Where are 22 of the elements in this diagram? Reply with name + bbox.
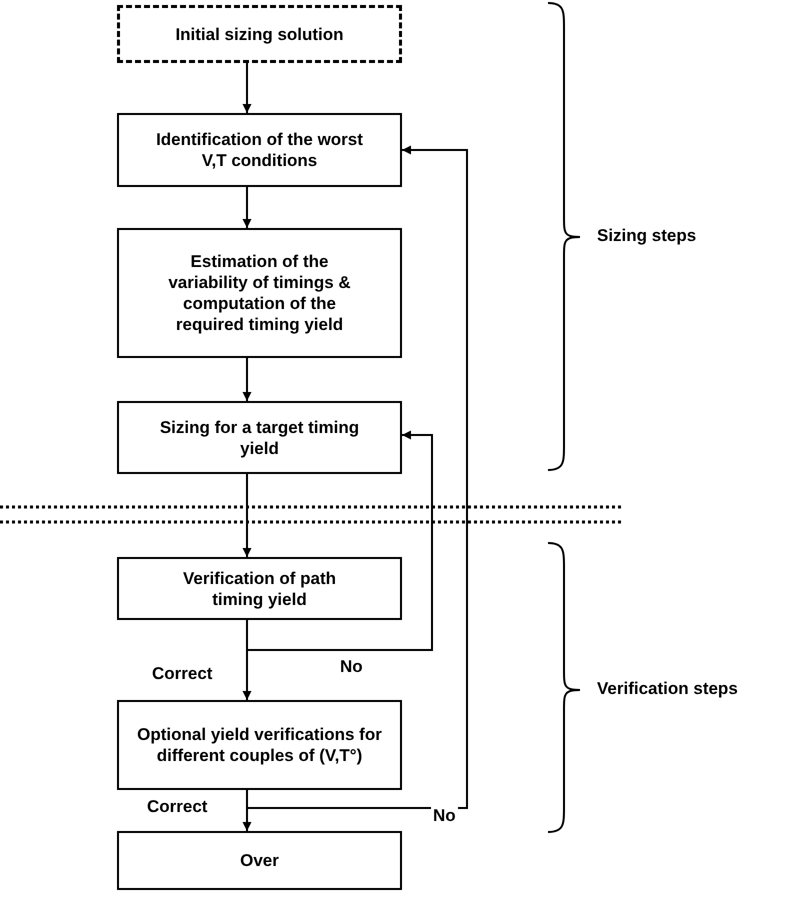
arrow (246, 146, 468, 809)
box-text: Sizing for a target timing yield (158, 416, 360, 458)
box-text: Identification of the worst V,T conditions (155, 129, 364, 171)
process-box (117, 401, 402, 474)
arrow (242, 358, 252, 401)
process-box (117, 831, 402, 890)
brace-label: Sizing steps (595, 226, 698, 246)
arrow (242, 63, 252, 113)
process-box (117, 113, 402, 187)
arrow (246, 430, 433, 651)
process-box (117, 228, 402, 358)
process-box (117, 5, 402, 63)
box-text: Initial sizing solution (174, 24, 345, 44)
box-text: Optional yield verifications for different couples of (V,T°) (136, 724, 383, 766)
box-text: Verification of path timing yield (182, 568, 338, 610)
process-box (117, 700, 402, 790)
box-text: Estimation of the variability of timings & computation of the required timing yield (167, 251, 352, 335)
arrow (242, 187, 252, 228)
arrow (242, 474, 252, 557)
brace-label: Verification steps (595, 679, 740, 699)
box-text: Over (239, 850, 280, 871)
process-box (117, 557, 402, 620)
